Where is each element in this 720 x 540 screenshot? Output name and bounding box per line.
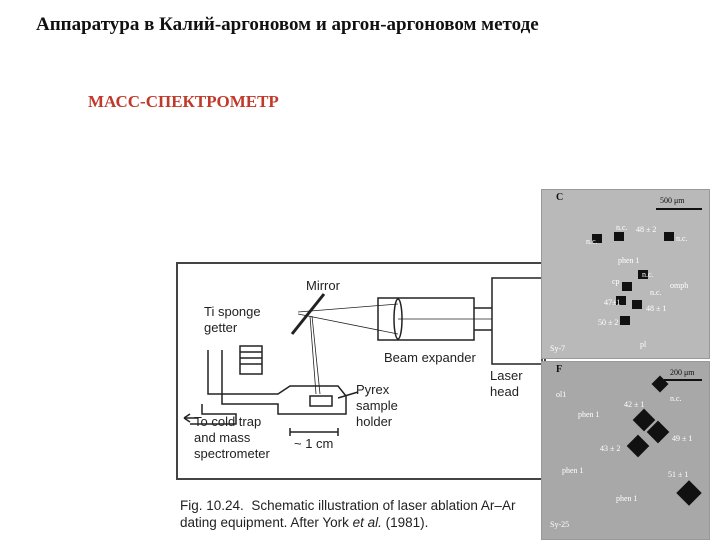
panel-f-point-8: 51 ± 1	[668, 470, 689, 479]
panel-c-point-3: n.c.	[676, 234, 688, 243]
panel-c-point-9: omph	[670, 281, 689, 290]
panel-c-point-13: pl	[640, 340, 647, 349]
ti-sponge-label-1: Ti sponge	[204, 304, 261, 319]
panel-c-point-6: n.c.	[642, 270, 654, 279]
panel-c-scale: 500 μm	[660, 196, 685, 205]
panel-c-scale-bar	[656, 208, 702, 210]
caption-fig-number: Fig. 10.24.	[180, 498, 244, 513]
panel-c-sample: Sy-7	[550, 344, 566, 353]
micrograph-panel-f: F 200 μm ol1 n.c. 42 ± 1 phen 1 49 ± 1 4…	[541, 361, 710, 540]
caption-text-2b: (1981).	[381, 515, 429, 530]
panel-c-point-11: 48 ± 1	[646, 304, 667, 313]
mirror-label: Mirror	[306, 278, 340, 293]
panel-c-point-5: phen 1	[618, 256, 640, 265]
cold-trap-label-3: spectrometer	[194, 446, 270, 461]
spot-square	[638, 270, 648, 279]
caption-et-al: et al.	[352, 515, 382, 530]
panel-f-sample: Sy-25	[550, 520, 570, 529]
panel-c-point-2: 48 ± 2	[636, 225, 657, 234]
panel-f-scale-bar	[664, 379, 702, 381]
panel-c-point-10: 47±1	[604, 298, 621, 307]
cold-trap-label-1: To cold trap	[194, 414, 262, 429]
panel-f-point-2: n.c.	[670, 394, 682, 403]
laser-label-1: Laser	[490, 368, 523, 383]
spot-square	[622, 282, 632, 291]
panel-c-point-8: n.c.	[650, 288, 662, 297]
spot-square	[676, 480, 702, 506]
schematic-drawing	[183, 277, 543, 436]
pyrex-label-1: Pyrex	[356, 382, 390, 397]
caption-line-2: dating equipment. After York et al. (198…	[180, 514, 515, 531]
panel-c-point-1: n.c.	[616, 223, 628, 232]
spot-square	[626, 434, 650, 458]
spot-square	[616, 296, 626, 305]
spot-square	[620, 316, 630, 325]
spot-square	[614, 232, 624, 241]
laser-label-2: head	[490, 384, 519, 399]
beam-expander-label: Beam expander	[384, 350, 476, 365]
panel-f-scale: 200 μm	[670, 368, 695, 377]
laser-ablation-schematic: Mirror Ti sponge getter Beam expander La…	[176, 262, 546, 480]
panel-f-point-5: 49 ± 1	[672, 434, 693, 443]
caption-text-2a: dating equipment. After York	[180, 515, 353, 530]
cold-trap-label-2: and mass	[194, 430, 251, 445]
panel-f-point-1: ol1	[556, 390, 567, 399]
spot-square	[632, 300, 642, 309]
spot-square	[664, 232, 674, 241]
panel-f-point-3: 42 ± 1	[624, 400, 645, 409]
scale-label: ~ 1 cm	[294, 436, 334, 451]
ti-sponge-label-2: getter	[204, 320, 238, 335]
panel-f-label: F	[556, 364, 563, 375]
caption-text-1: Schematic illustration of laser ablation…	[251, 498, 516, 513]
pyrex-label-3: holder	[356, 414, 393, 429]
panel-f-point-6: 43 ± 2	[600, 444, 621, 453]
panel-c-label: C	[556, 192, 564, 203]
slide-subtitle: МАСС-СПЕКТРОМЕТР	[88, 92, 279, 111]
spot-square	[592, 234, 602, 243]
panel-f-point-7: phen 1	[562, 466, 584, 475]
figure-caption: Fig. 10.24. Schematic illustration of la…	[180, 497, 515, 531]
pyrex-label-2: sample	[356, 398, 398, 413]
panel-c-point-7: cp	[612, 277, 620, 286]
panel-f-point-4: phen 1	[578, 410, 600, 419]
panel-c-point-4: n.c.	[586, 237, 598, 246]
slide-title: Аппаратура в Калий-аргоновом и аргон-арг…	[36, 14, 539, 35]
panel-f-point-9: phen 1	[616, 494, 638, 503]
micrograph-panel-c: C 500 μm n.c. 48 ± 2 n.c. n.c. phen 1 n.…	[541, 189, 710, 359]
caption-line-1: Fig. 10.24. Schematic illustration of la…	[180, 497, 515, 514]
panel-c-point-12: 50 ± 2	[598, 318, 619, 327]
